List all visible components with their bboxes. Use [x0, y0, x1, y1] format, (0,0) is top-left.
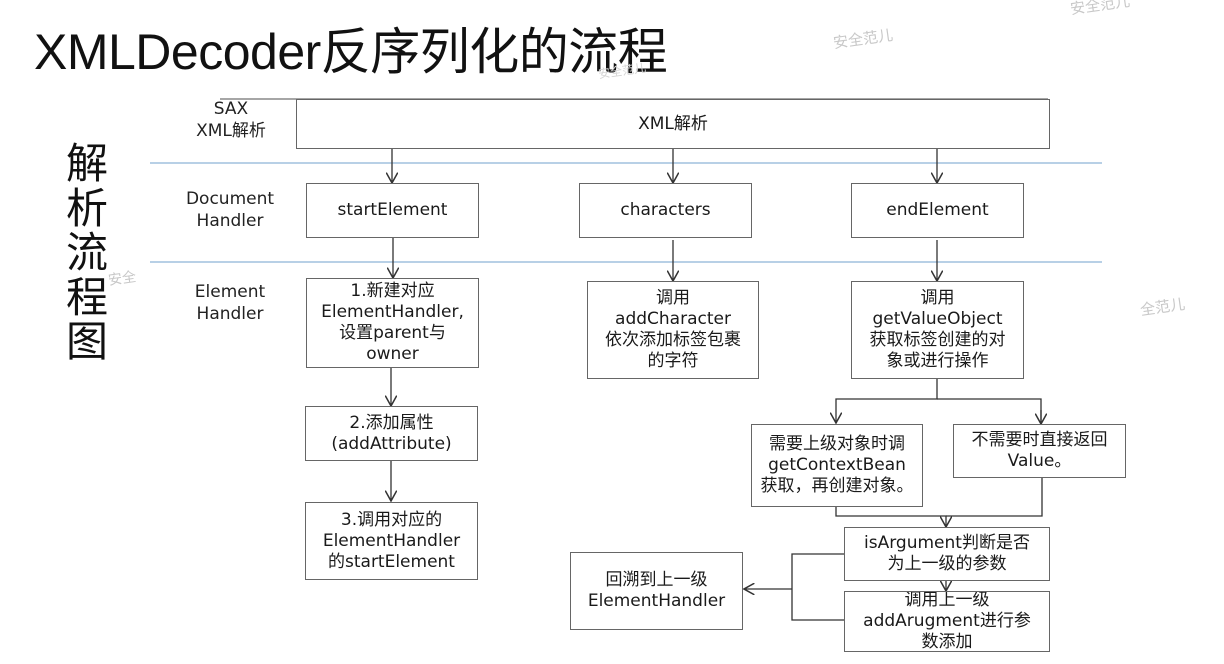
merge-line	[835, 506, 946, 527]
side-title-char: 析	[65, 183, 108, 233]
node-need-parent-object[interactable]: 需要上级对象时调 getContextBean 获取，再创建对象。	[751, 424, 923, 507]
side-title-char: 图	[65, 317, 108, 366]
node-get-value-object[interactable]: 调用 getValueObject 获取标签创建的对 象或进行操作	[851, 281, 1024, 379]
merge-line	[946, 477, 1043, 517]
node-start-element[interactable]: startElement	[306, 183, 479, 238]
lane-label-sax: SAX XML解析	[196, 99, 266, 141]
node-backtrack[interactable]: 回溯到上一级 ElementHandler	[570, 552, 743, 630]
page-title: XMLDecoder反序列化的流程	[34, 24, 668, 80]
node-characters[interactable]: characters	[579, 183, 752, 238]
node-step1-new-handler[interactable]: 1.新建对应 ElementHandler, 设置parent与 owner	[306, 278, 479, 368]
side-title-char: 解	[65, 139, 108, 188]
node-step2-add-attribute[interactable]: 2.添加属性 (addAttribute)	[305, 406, 478, 461]
lane-label-element-handler: Element Handler	[194, 282, 266, 324]
branch-line	[836, 379, 938, 423]
side-title-char: 流	[65, 228, 108, 277]
node-add-argument[interactable]: 调用上一级 addArugment进行参 数添加	[844, 591, 1050, 652]
node-end-element[interactable]: endElement	[851, 183, 1024, 238]
branch-line	[791, 553, 844, 621]
node-add-character[interactable]: 调用 addCharacter 依次添加标签包裹 的字符	[587, 281, 759, 379]
lane-label-document-handler: Document Handler	[185, 189, 275, 231]
node-return-value[interactable]: 不需要时直接返回 Value。	[953, 424, 1126, 478]
side-title: 解 析 流 程 图	[62, 139, 112, 366]
node-is-argument[interactable]: isArgument判断是否 为上一级的参数	[844, 527, 1050, 581]
node-step3-start-element[interactable]: 3.调用对应的 ElementHandler 的startElement	[305, 502, 478, 580]
branch-line	[937, 398, 1042, 423]
side-title-char: 程	[65, 272, 108, 322]
node-xml-parse[interactable]: XML解析	[296, 99, 1050, 149]
